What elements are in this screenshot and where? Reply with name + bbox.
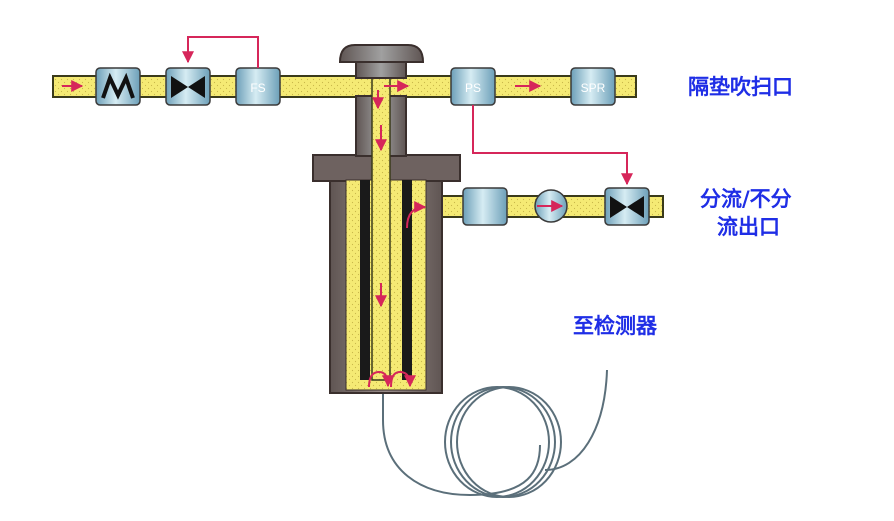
split-outlet-label-line2: 流出口: [717, 215, 780, 239]
flow-arrows: [62, 80, 564, 388]
flow-controller-icon: [95, 67, 141, 106]
ps-label: PS: [465, 81, 481, 95]
feedback-lines: [182, 36, 633, 186]
capillary-column: [382, 369, 608, 498]
spr-label: SPR: [581, 81, 606, 95]
spr-regulator: SPR: [570, 67, 616, 106]
split-outlet-label-line1: 分流/不分: [700, 187, 792, 211]
fs-label: FS: [250, 81, 265, 95]
trap-filter: [462, 187, 508, 226]
valve-icon: [165, 67, 211, 106]
septum-cap: [338, 44, 425, 79]
to-detector-label: 至检测器: [573, 314, 657, 338]
fs-sensor: FS: [235, 67, 281, 106]
ps-sensor: PS: [450, 67, 496, 106]
split-valve-icon: [604, 187, 650, 226]
septum-purge-label: 隔垫吹扫口: [688, 75, 793, 99]
